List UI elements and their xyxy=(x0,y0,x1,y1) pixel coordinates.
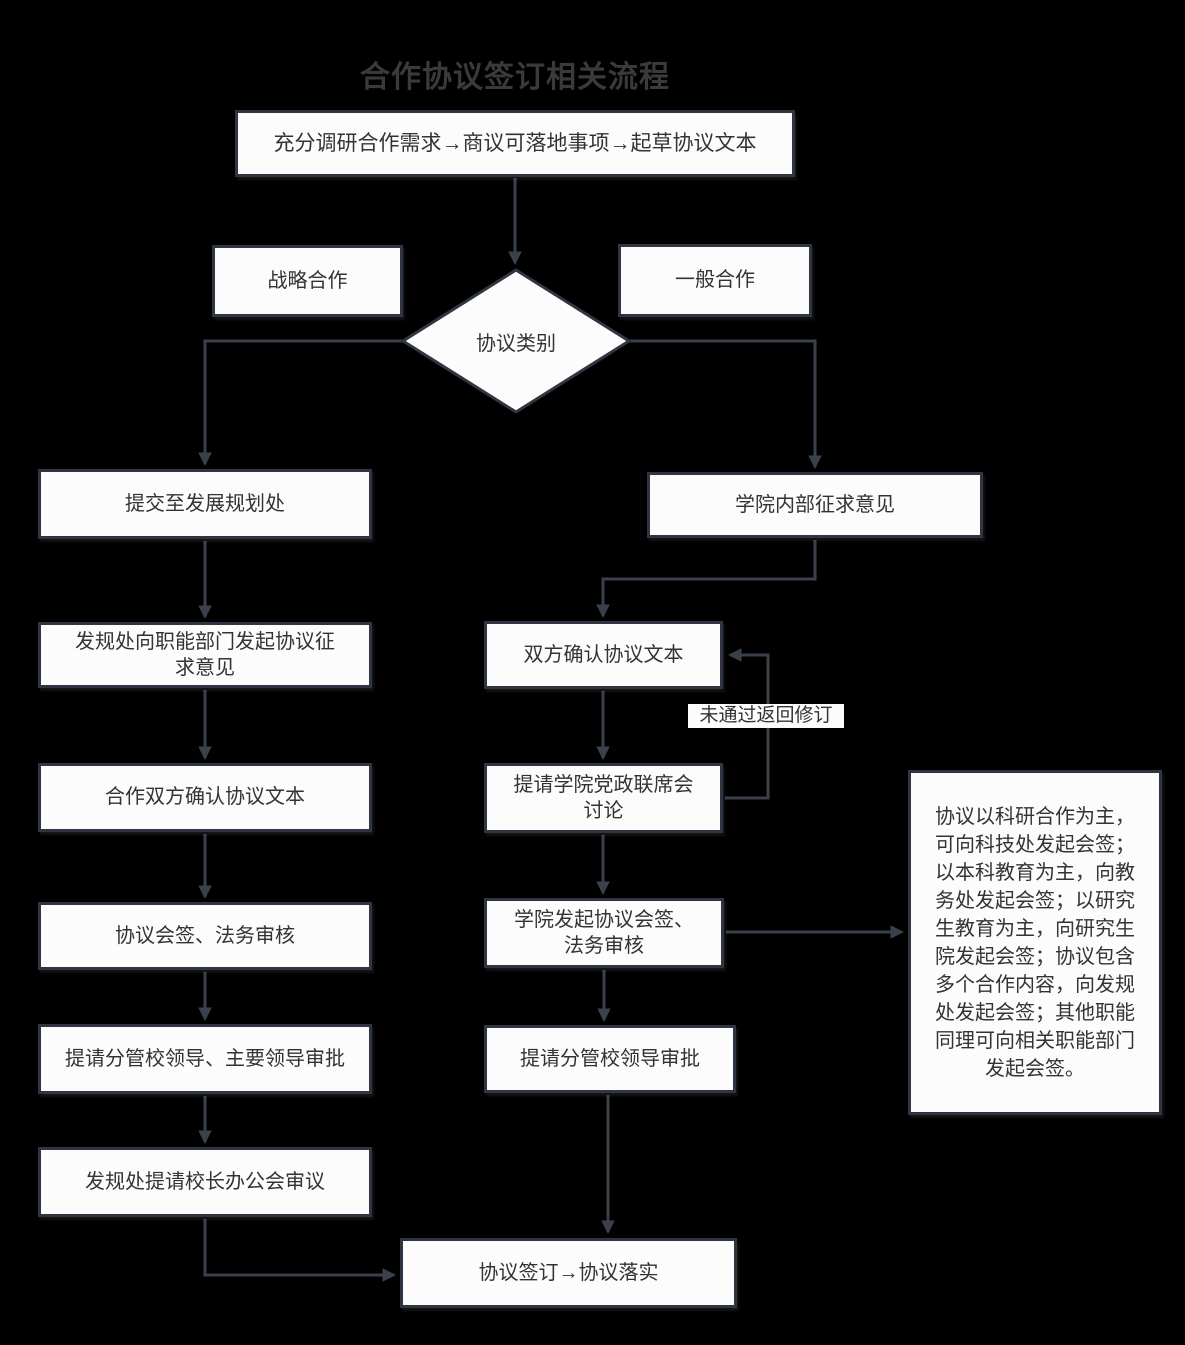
node-end-sign-implement: 协议签订→协议落实 xyxy=(400,1238,737,1308)
node-left-countersign-legal: 协议会签、法务审核 xyxy=(38,902,372,970)
node-left-solicit-departments: 发规处向职能部门发起协议征求意见 xyxy=(38,622,372,688)
node-left-president-meeting: 发规处提请校长办公会审议 xyxy=(38,1147,372,1217)
node-right-leader-approval: 提请分管校领导审批 xyxy=(484,1025,736,1093)
edge-decision-to-right xyxy=(629,339,822,470)
node-left-submit-planning: 提交至发展规划处 xyxy=(38,469,372,539)
node-right-college-countersign: 学院发起协议会签、法务审核 xyxy=(484,898,724,968)
note-countersign-rules: 协议以科研合作为主，可向科技处发起会签；以本科教育为主，向教务处发起会签；以研究… xyxy=(908,770,1162,1115)
decision-diamond-shape xyxy=(400,268,632,414)
decision-label: 协议类别 xyxy=(476,332,556,355)
edge-r1-r2 xyxy=(596,540,817,619)
node-branch-general: 一般合作 xyxy=(618,244,812,317)
edge-label-not-passed-revise: 未通过返回修订 xyxy=(688,704,844,728)
node-right-college-internal: 学院内部征求意见 xyxy=(647,472,983,538)
node-branch-strategic: 战略合作 xyxy=(212,245,403,317)
node-left-leader-approval: 提请分管校领导、主要领导审批 xyxy=(38,1024,372,1094)
edge-l6-to-end xyxy=(203,1219,397,1282)
edge-decision-to-left xyxy=(198,339,403,467)
node-right-joint-meeting: 提请学院党政联席会讨论 xyxy=(484,763,723,833)
node-left-confirm-text: 合作双方确认协议文本 xyxy=(38,763,372,832)
node-right-confirm-text: 双方确认协议文本 xyxy=(484,621,723,689)
page-title: 合作协议签订相关流程 xyxy=(360,61,670,94)
node-start-research: 充分调研合作需求→商议可落地事项→起草协议文本 xyxy=(235,110,795,177)
